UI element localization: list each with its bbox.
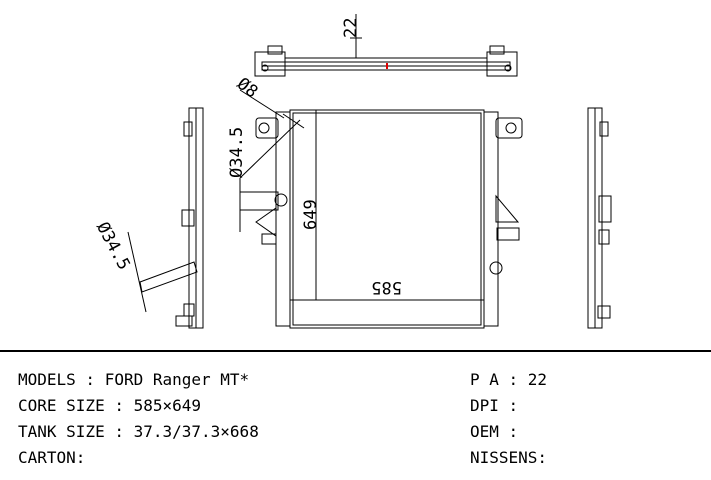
radiator-technical-drawing: 22 Ø34.5 [92, 14, 612, 329]
spec-core-size: CORE SIZE : 585×649 [18, 396, 202, 415]
dim-pipe-diameter-upper: Ø34.5 [227, 127, 247, 178]
spec-carton: CARTON: [18, 448, 86, 467]
spec-pa: P A : 22 [470, 370, 548, 389]
top-view [254, 14, 518, 77]
spec-dpi: DPI : [470, 396, 519, 415]
section-divider [0, 350, 711, 352]
dim-core-width: 585 [371, 277, 402, 297]
spec-models: MODELS : FORD Ranger MT* [18, 370, 250, 389]
left-side-view [127, 107, 204, 329]
spec-nissens: NISSENS: [470, 448, 548, 467]
dim-inlet-diameter: Ø8 [233, 74, 261, 102]
dim-pipe-diameter-left: Ø34.5 [92, 219, 134, 274]
dim-top-offset: 22 [341, 18, 361, 38]
front-view [239, 89, 523, 329]
spec-tank-size: TANK SIZE : 37.3/37.3×668 [18, 422, 259, 441]
spec-oem: OEM : [470, 422, 519, 441]
dim-core-height: 649 [301, 199, 321, 230]
right-side-view [587, 107, 612, 329]
